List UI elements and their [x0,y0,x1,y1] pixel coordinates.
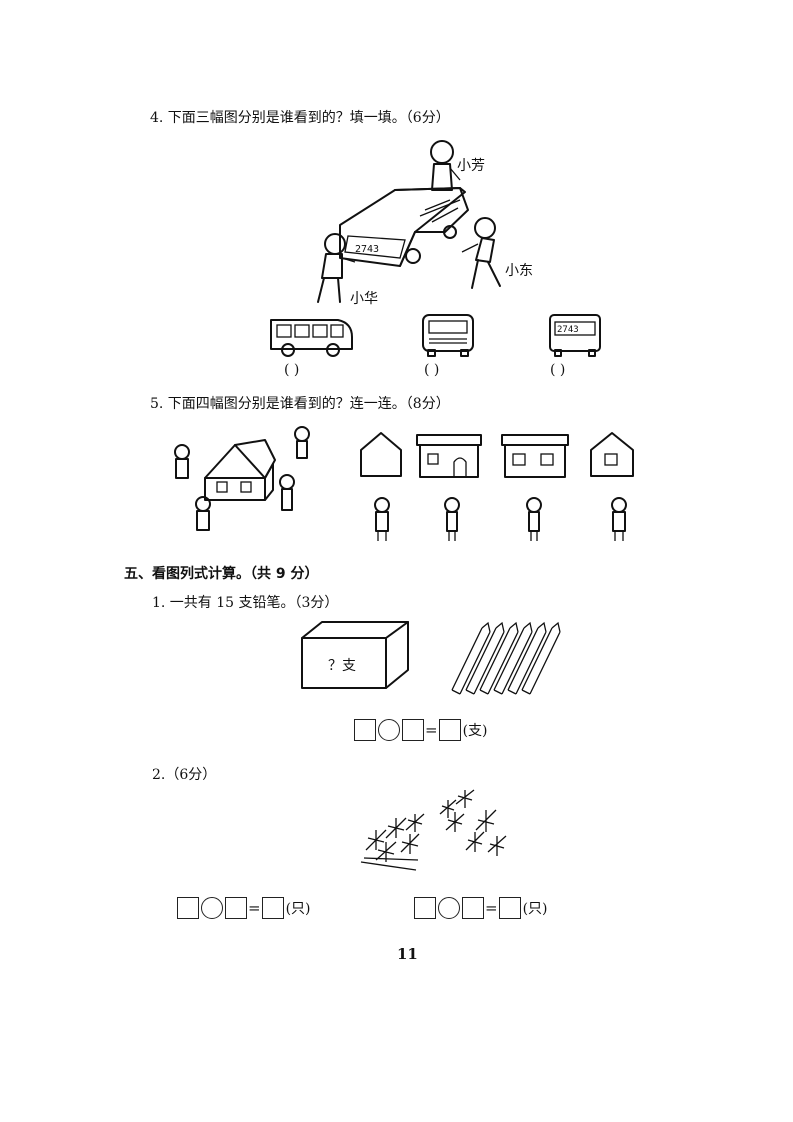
operator-circle[interactable] [438,897,460,919]
equals-sign: = [485,899,498,917]
child-2 [444,497,460,541]
section-5-question-2-title: 2.（6分） [152,767,217,783]
equals-sign: = [248,899,261,917]
house-view-side-window [590,432,634,477]
answer-box[interactable] [402,719,424,741]
unit-label: (只) [285,901,311,917]
name-xiaofang: 小芳 [457,158,485,174]
child-3 [526,497,542,541]
section-5-title: 五、看图列式计算。（共 9 分） [124,566,319,582]
house-view-front-two-windows [501,434,569,478]
house-view-side [360,432,402,477]
answer-blank-2[interactable]: ( ) [424,362,440,378]
answer-box[interactable] [225,897,247,919]
dragonflies-illustration [360,789,507,871]
answer-blank-1[interactable]: ( ) [284,362,300,378]
answer-box[interactable] [261,897,284,919]
unit-label: (支) [462,723,488,739]
svg-text:2743: 2743 [355,244,379,255]
equation-row-2-right: = (只) [414,897,548,919]
pencils-illustration [451,621,561,695]
bus-back-view: 2743 [549,314,601,357]
answer-box[interactable] [462,897,484,919]
bus-side-view [270,319,353,357]
equation-row-1: = (支) [354,719,488,741]
question-5-title: 5. 下面四幅图分别是谁看到的？连一连。（8分） [150,396,450,412]
equation-row-2-left: = (只) [177,897,311,919]
bus-scene-illustration: 2743 [317,140,501,303]
answer-box[interactable] [177,897,199,919]
operator-circle[interactable] [378,719,400,741]
house-with-children-illustration [174,426,310,531]
section-5-question-1-title: 1. 一共有 15 支铅笔。（3分） [152,595,339,611]
unit-label: (只) [522,901,548,917]
house-view-front-with-door [416,434,482,478]
svg-text:2743: 2743 [557,325,579,335]
answer-box[interactable] [414,897,436,919]
equals-sign: = [425,721,438,739]
answer-box[interactable] [354,719,376,741]
pencil-box-label: ？支 [328,658,356,674]
child-4 [611,497,627,541]
page-number: 11 [397,945,418,963]
pencil-box-illustration [301,621,409,689]
bus-front-view [422,314,474,357]
question-4-title: 4. 下面三幅图分别是谁看到的？填一填。（6分） [150,110,450,126]
name-xiaodong: 小东 [505,263,533,279]
child-1 [374,497,390,541]
answer-box[interactable] [498,897,521,919]
operator-circle[interactable] [201,897,223,919]
answer-blank-3[interactable]: ( ) [550,362,566,378]
name-xiaohua: 小华 [350,291,378,307]
answer-box[interactable] [438,719,461,741]
